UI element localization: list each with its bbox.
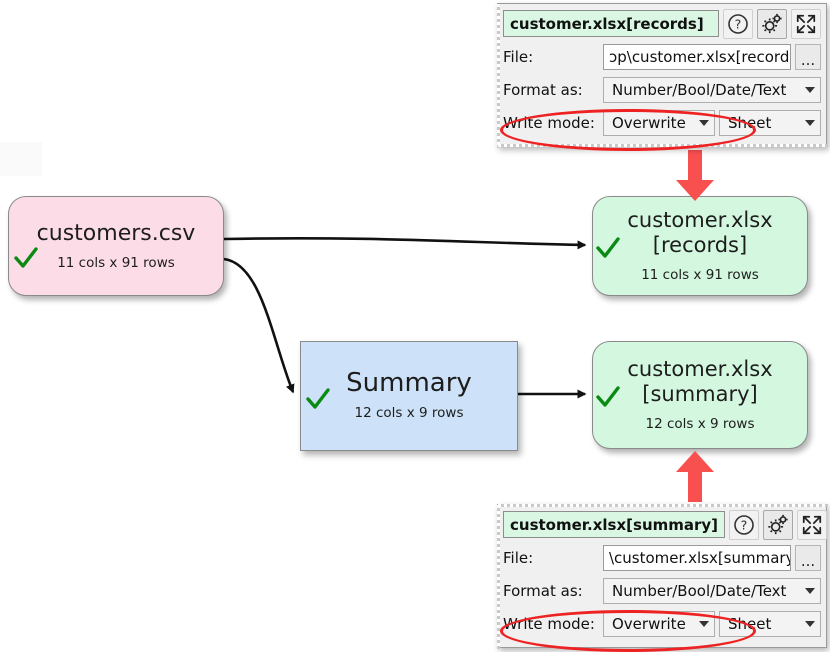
canvas-artifact (0, 142, 42, 176)
chevron-down-icon (699, 620, 709, 627)
chevron-down-icon (699, 119, 709, 126)
write-mode-value: Overwrite (612, 614, 686, 633)
expand-arrows-icon[interactable] (797, 509, 828, 540)
red-arrow-up-icon (676, 451, 714, 502)
write-mode-label: Write mode: (503, 614, 595, 633)
panel-writemode-row: Write mode: Overwrite Sheet (503, 107, 821, 138)
write-mode-value: Overwrite (612, 113, 686, 132)
panel-title-field[interactable]: customer.xlsx[summary] (503, 511, 726, 538)
node-customer-xlsx-records[interactable]: customer.xlsx [records] 11 cols x 91 row… (592, 196, 808, 296)
edge-csv-to-records (223, 236, 587, 250)
format-as-select[interactable]: Number/Bool/Date/Text (603, 76, 821, 103)
node-title-line1: customer.xlsx (627, 357, 773, 381)
write-mode-label: Write mode: (503, 113, 595, 132)
help-icon[interactable]: ? (723, 8, 753, 39)
browse-button[interactable]: ... (795, 43, 821, 70)
green-check-icon (306, 388, 330, 409)
node-customers-csv[interactable]: customers.csv 11 cols x 91 rows (8, 196, 224, 296)
node-title: customers.csv (36, 220, 196, 246)
panel-file-row: File: ɔp\customer.xlsx[records] ... (503, 41, 821, 72)
file-label: File: (503, 548, 534, 567)
panel-format-row: Format as: Number/Bool/Date/Text (503, 575, 821, 606)
node-customer-xlsx-summary[interactable]: customer.xlsx [summary] 12 cols x 9 rows (592, 341, 808, 449)
node-subtitle: 11 cols x 91 rows (641, 267, 759, 283)
panel-torn-edge-left (497, 4, 500, 148)
node-title-line2: [records] (652, 233, 748, 257)
write-mode-select[interactable]: Overwrite (603, 109, 715, 136)
gear-icon[interactable] (757, 8, 787, 39)
chevron-down-icon (805, 620, 815, 627)
format-as-value: Number/Bool/Date/Text (612, 80, 787, 99)
panel-writemode-row: Write mode: Overwrite Sheet (503, 608, 821, 639)
panel-torn-edge-top (498, 504, 828, 507)
write-mode-select[interactable]: Overwrite (603, 610, 715, 637)
panel-title-row: customer.xlsx[records] ? (503, 8, 821, 39)
write-target-select[interactable]: Sheet (719, 610, 821, 637)
format-as-select[interactable]: Number/Bool/Date/Text (603, 577, 821, 604)
file-label: File: (503, 47, 534, 66)
node-subtitle: 11 cols x 91 rows (57, 254, 175, 271)
properties-panel-summary[interactable]: customer.xlsx[summary] ? (497, 504, 828, 649)
format-as-value: Number/Bool/Date/Text (612, 581, 787, 600)
write-target-select[interactable]: Sheet (719, 109, 821, 136)
panel-title-field[interactable]: customer.xlsx[records] (503, 10, 719, 37)
file-path-input[interactable]: ɔp\customer.xlsx[records] (603, 43, 791, 70)
properties-panel-records[interactable]: customer.xlsx[records] ? (497, 3, 828, 148)
format-as-label: Format as: (503, 80, 583, 99)
node-summary[interactable]: Summary 12 cols x 9 rows (300, 341, 518, 451)
expand-arrows-icon[interactable] (791, 8, 821, 39)
panel-torn-edge-bottom (498, 144, 828, 147)
format-as-label: Format as: (503, 581, 583, 600)
green-check-icon (596, 386, 620, 407)
chevron-down-icon (805, 86, 815, 93)
node-title: Summary (346, 367, 472, 398)
node-subtitle: 12 cols x 9 rows (645, 416, 755, 432)
write-target-value: Sheet (728, 614, 772, 633)
file-path-input[interactable]: \customer.xlsx[summary] (603, 544, 791, 571)
node-subtitle: 12 cols x 9 rows (354, 404, 464, 421)
chevron-down-icon (805, 587, 815, 594)
browse-button[interactable]: ... (795, 544, 821, 571)
svg-text:?: ? (735, 16, 742, 31)
green-check-icon (14, 247, 38, 268)
panel-title-row: customer.xlsx[summary] ? (503, 509, 828, 540)
help-icon[interactable]: ? (729, 509, 760, 540)
panel-format-row: Format as: Number/Bool/Date/Text (503, 74, 821, 105)
chevron-down-icon (805, 119, 815, 126)
red-arrow-down-icon (676, 150, 714, 201)
panel-torn-edge-left (497, 505, 500, 649)
svg-text:?: ? (741, 517, 748, 532)
gear-icon[interactable] (763, 509, 794, 540)
panel-file-row: File: \customer.xlsx[summary] ... (503, 542, 821, 573)
node-title-line2: [summary] (642, 382, 758, 406)
green-check-icon (596, 237, 620, 258)
node-title-line1: customer.xlsx (627, 208, 773, 232)
edge-csv-to-summary (223, 257, 295, 394)
write-target-value: Sheet (728, 113, 772, 132)
